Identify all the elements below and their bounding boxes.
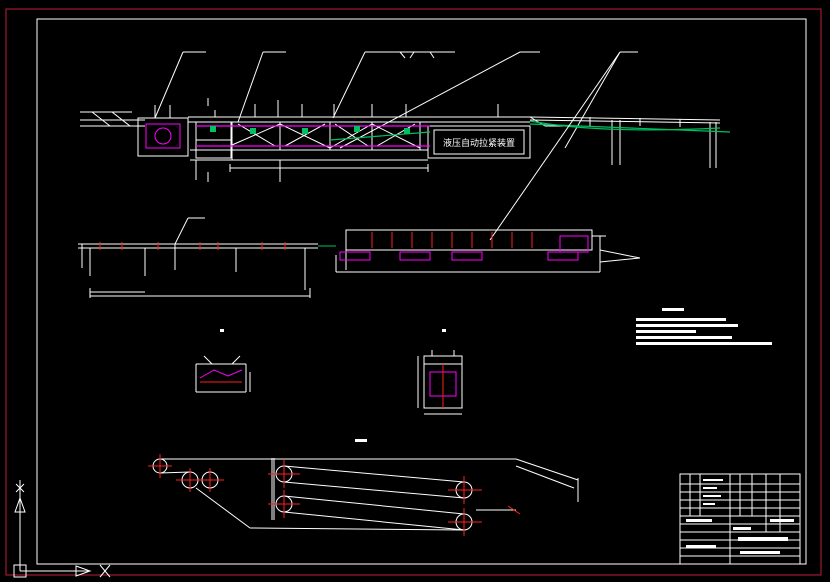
conveyor-elevation-view [80, 51, 721, 182]
ucs-axis-icon [13, 480, 111, 578]
section-detail-left [195, 329, 251, 393]
outer-border [5, 8, 822, 576]
conveyor-plan-view-left [78, 217, 336, 298]
inner-border [36, 18, 807, 565]
section-detail-right [417, 329, 463, 415]
conveyor-belt-accents [196, 120, 731, 147]
tensioner-callout-label: 液压自动拉紧装置 [443, 137, 515, 149]
belt-routing-diagram [148, 439, 579, 536]
conveyor-plan-view-right [335, 51, 641, 273]
technical-notes-block [636, 308, 772, 345]
title-block [679, 473, 801, 565]
